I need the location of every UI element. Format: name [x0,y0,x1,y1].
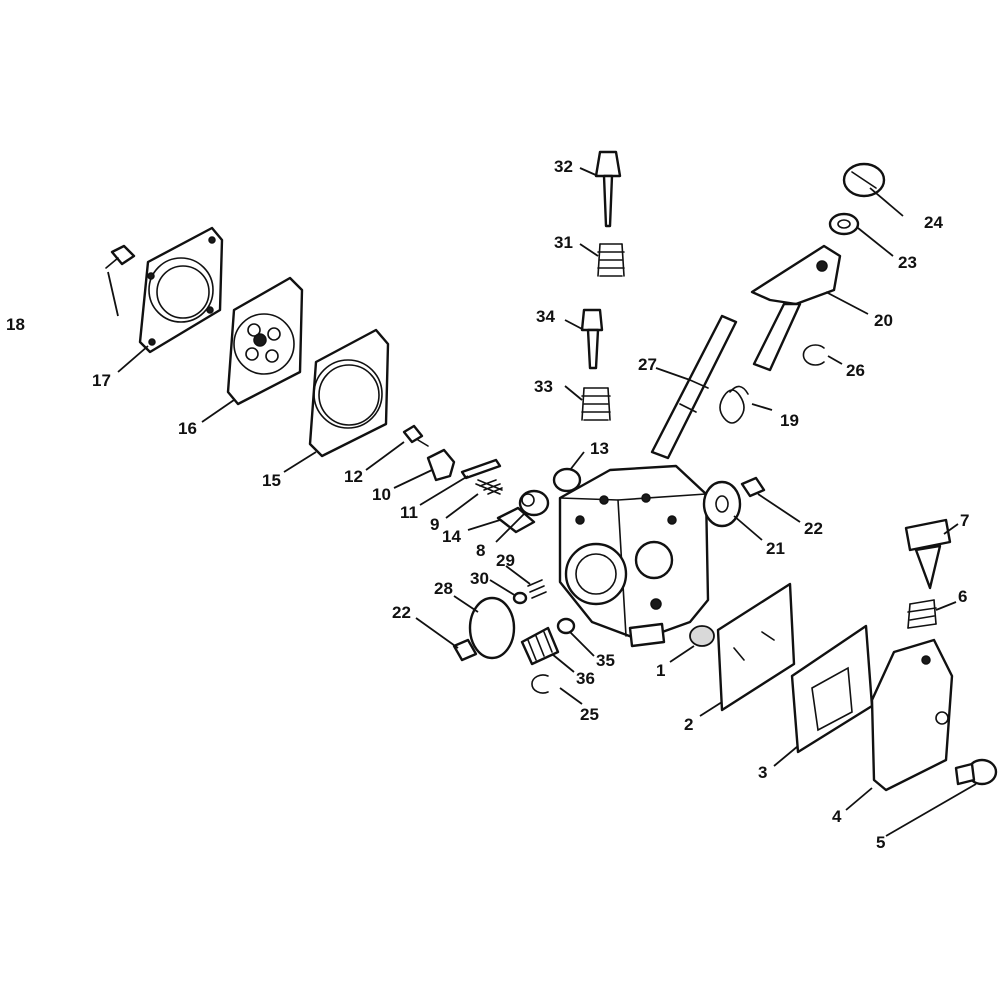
part-2-gasket [716,582,796,712]
part-26-e-clip [802,344,825,366]
part-21-disc [702,480,742,528]
callout-22-right: 22 [804,519,823,538]
callout-29: 29 [496,551,515,570]
callout-26: 26 [846,361,865,380]
callout-labels: 1 2 3 4 5 6 7 8 9 10 11 12 13 14 15 16 1… [6,157,969,852]
part-6-spring [907,599,937,629]
callout-5: 5 [876,833,885,852]
leader-lines [107,167,977,837]
part-31-spring [597,243,625,277]
callout-11: 11 [400,503,418,522]
callout-31: 31 [554,233,573,252]
callout-32: 32 [554,157,573,176]
callout-23: 23 [898,253,917,272]
part-13-plug [552,467,582,493]
callout-35: 35 [596,651,615,670]
callout-15: 15 [262,471,281,490]
callout-17: 17 [92,371,111,390]
part-32-adjusting-screw [594,150,622,228]
part-28-disc [468,596,516,660]
part-1-screen [689,625,715,647]
part-4-pump-cover [870,638,954,792]
part-3-diaphragm [790,624,874,754]
part-20-throttle-lever [750,244,842,372]
callout-14: 14 [442,527,461,546]
part-22-screw-left [452,638,478,662]
callout-27: 27 [638,355,657,374]
callout-30: 30 [470,569,489,588]
part-9-spring [475,479,503,495]
callout-4: 4 [832,807,842,826]
callout-24: 24 [924,213,943,232]
part-34-adjusting-screw [580,308,604,370]
part-36-fitting [520,626,560,666]
callout-12: 12 [344,467,363,486]
part-29-spring [527,579,547,599]
part-25-e-clip [531,674,549,694]
part-5-screw [954,758,998,786]
part-24-screw [842,162,886,198]
callout-10: 10 [372,485,391,504]
part-27-throttle-shaft [650,314,738,460]
callout-3: 3 [758,763,767,782]
callout-18: 18 [6,315,25,334]
callout-33: 33 [534,377,553,396]
callout-36: 36 [576,669,595,688]
callout-22-left: 22 [392,603,411,622]
carburetor-body [558,464,710,648]
callout-2: 2 [684,715,693,734]
part-23-washer [828,212,860,236]
part-35-o-ring [556,617,576,635]
part-12-screw [402,424,429,447]
callout-28: 28 [434,579,453,598]
part-30-needle [512,591,528,605]
callout-9: 9 [430,515,439,534]
callout-6: 6 [958,587,967,606]
callout-7: 7 [960,511,969,530]
part-18-screw [105,244,136,269]
callout-1: 1 [656,661,665,680]
callout-16: 16 [178,419,197,438]
part-19-spring [719,385,749,424]
callout-21: 21 [766,539,785,558]
callout-25: 25 [580,705,599,724]
part-17-cover-plate [138,226,224,354]
callout-8: 8 [476,541,485,560]
part-8-cup [518,489,550,517]
part-22-screw-right [740,476,766,498]
callout-20: 20 [874,311,893,330]
callout-34: 34 [536,307,555,326]
callout-19: 19 [780,411,799,430]
part-10-lever [426,448,456,482]
part-11-pin [460,458,502,480]
callout-13: 13 [590,439,609,458]
part-7-adjusting-screw [904,518,952,590]
part-16-diaphragm [226,276,304,406]
part-15-gasket [308,328,390,458]
part-33-spring [581,387,611,421]
